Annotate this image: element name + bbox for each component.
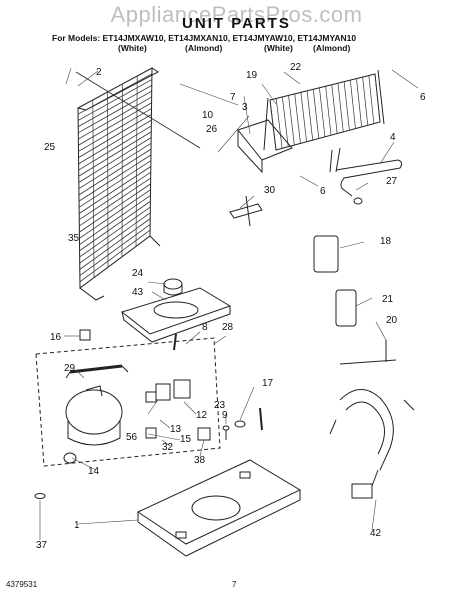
callout-number: 17 [262, 378, 274, 389]
compressor [63, 385, 123, 464]
callout-number: 3 [242, 102, 248, 113]
foam-pad [335, 289, 357, 327]
callout-number: 8 [202, 322, 208, 333]
callout-number: 37 [36, 540, 48, 551]
callout-number: 21 [382, 294, 394, 305]
callout-number: 22 [290, 62, 302, 73]
callout-number: 19 [246, 70, 258, 81]
callout-number: 9 [222, 410, 228, 421]
callout-number: 4 [390, 132, 396, 143]
callout-number: 30 [264, 185, 276, 196]
callout-number: 2 [96, 67, 102, 78]
callout-number: 28 [222, 322, 234, 333]
page-number: 7 [232, 580, 237, 589]
drain-pan [237, 119, 293, 161]
models-line: For Models: ET14JMXAW10, ET14JMXAN10, ET… [52, 33, 357, 43]
callout-number: 23 [214, 400, 226, 411]
color-label: (Almond) [313, 43, 351, 53]
callout-number: 27 [386, 176, 398, 187]
evaporator-coil [263, 69, 385, 151]
callout-number: 56 [126, 432, 138, 443]
condenser-coil [77, 67, 161, 301]
callout-number: 42 [370, 528, 382, 539]
callout-number: 7 [230, 92, 236, 103]
callout-number: 14 [88, 466, 100, 477]
callout-number: 38 [194, 455, 206, 466]
callout-number: 35 [68, 233, 80, 244]
callout-number: 10 [202, 110, 214, 121]
base-plate [136, 459, 302, 557]
doc-number: 4379531 [6, 580, 38, 589]
callout-number: 12 [196, 410, 208, 421]
callout-number: 24 [132, 268, 144, 279]
callout-number: 1 [74, 520, 80, 531]
compressor-assembly-box [35, 337, 221, 467]
callout-number: 6 [320, 186, 326, 197]
color-label: (White) [264, 43, 293, 53]
color-label: (Almond) [185, 43, 223, 53]
callout-number: 20 [386, 315, 398, 326]
callout-number: 6 [420, 92, 426, 103]
callout-number: 29 [64, 363, 76, 374]
wire-harness [329, 389, 415, 499]
callout-number: 15 [180, 434, 192, 445]
page-title: UNIT PARTS [182, 15, 291, 32]
callout-number: 43 [132, 287, 144, 298]
callout-number: 13 [170, 424, 182, 435]
foam-pad [313, 235, 339, 273]
watermark: AppliancePartsPros.com [110, 2, 363, 27]
color-label: (White) [118, 43, 147, 53]
callout-number: 32 [162, 442, 174, 453]
callout-number: 18 [380, 236, 392, 247]
callout-number: 26 [206, 124, 218, 135]
callout-number: 16 [50, 332, 62, 343]
fan-motor-part [229, 203, 263, 219]
callout-number: 25 [44, 142, 56, 153]
heater [335, 159, 403, 197]
